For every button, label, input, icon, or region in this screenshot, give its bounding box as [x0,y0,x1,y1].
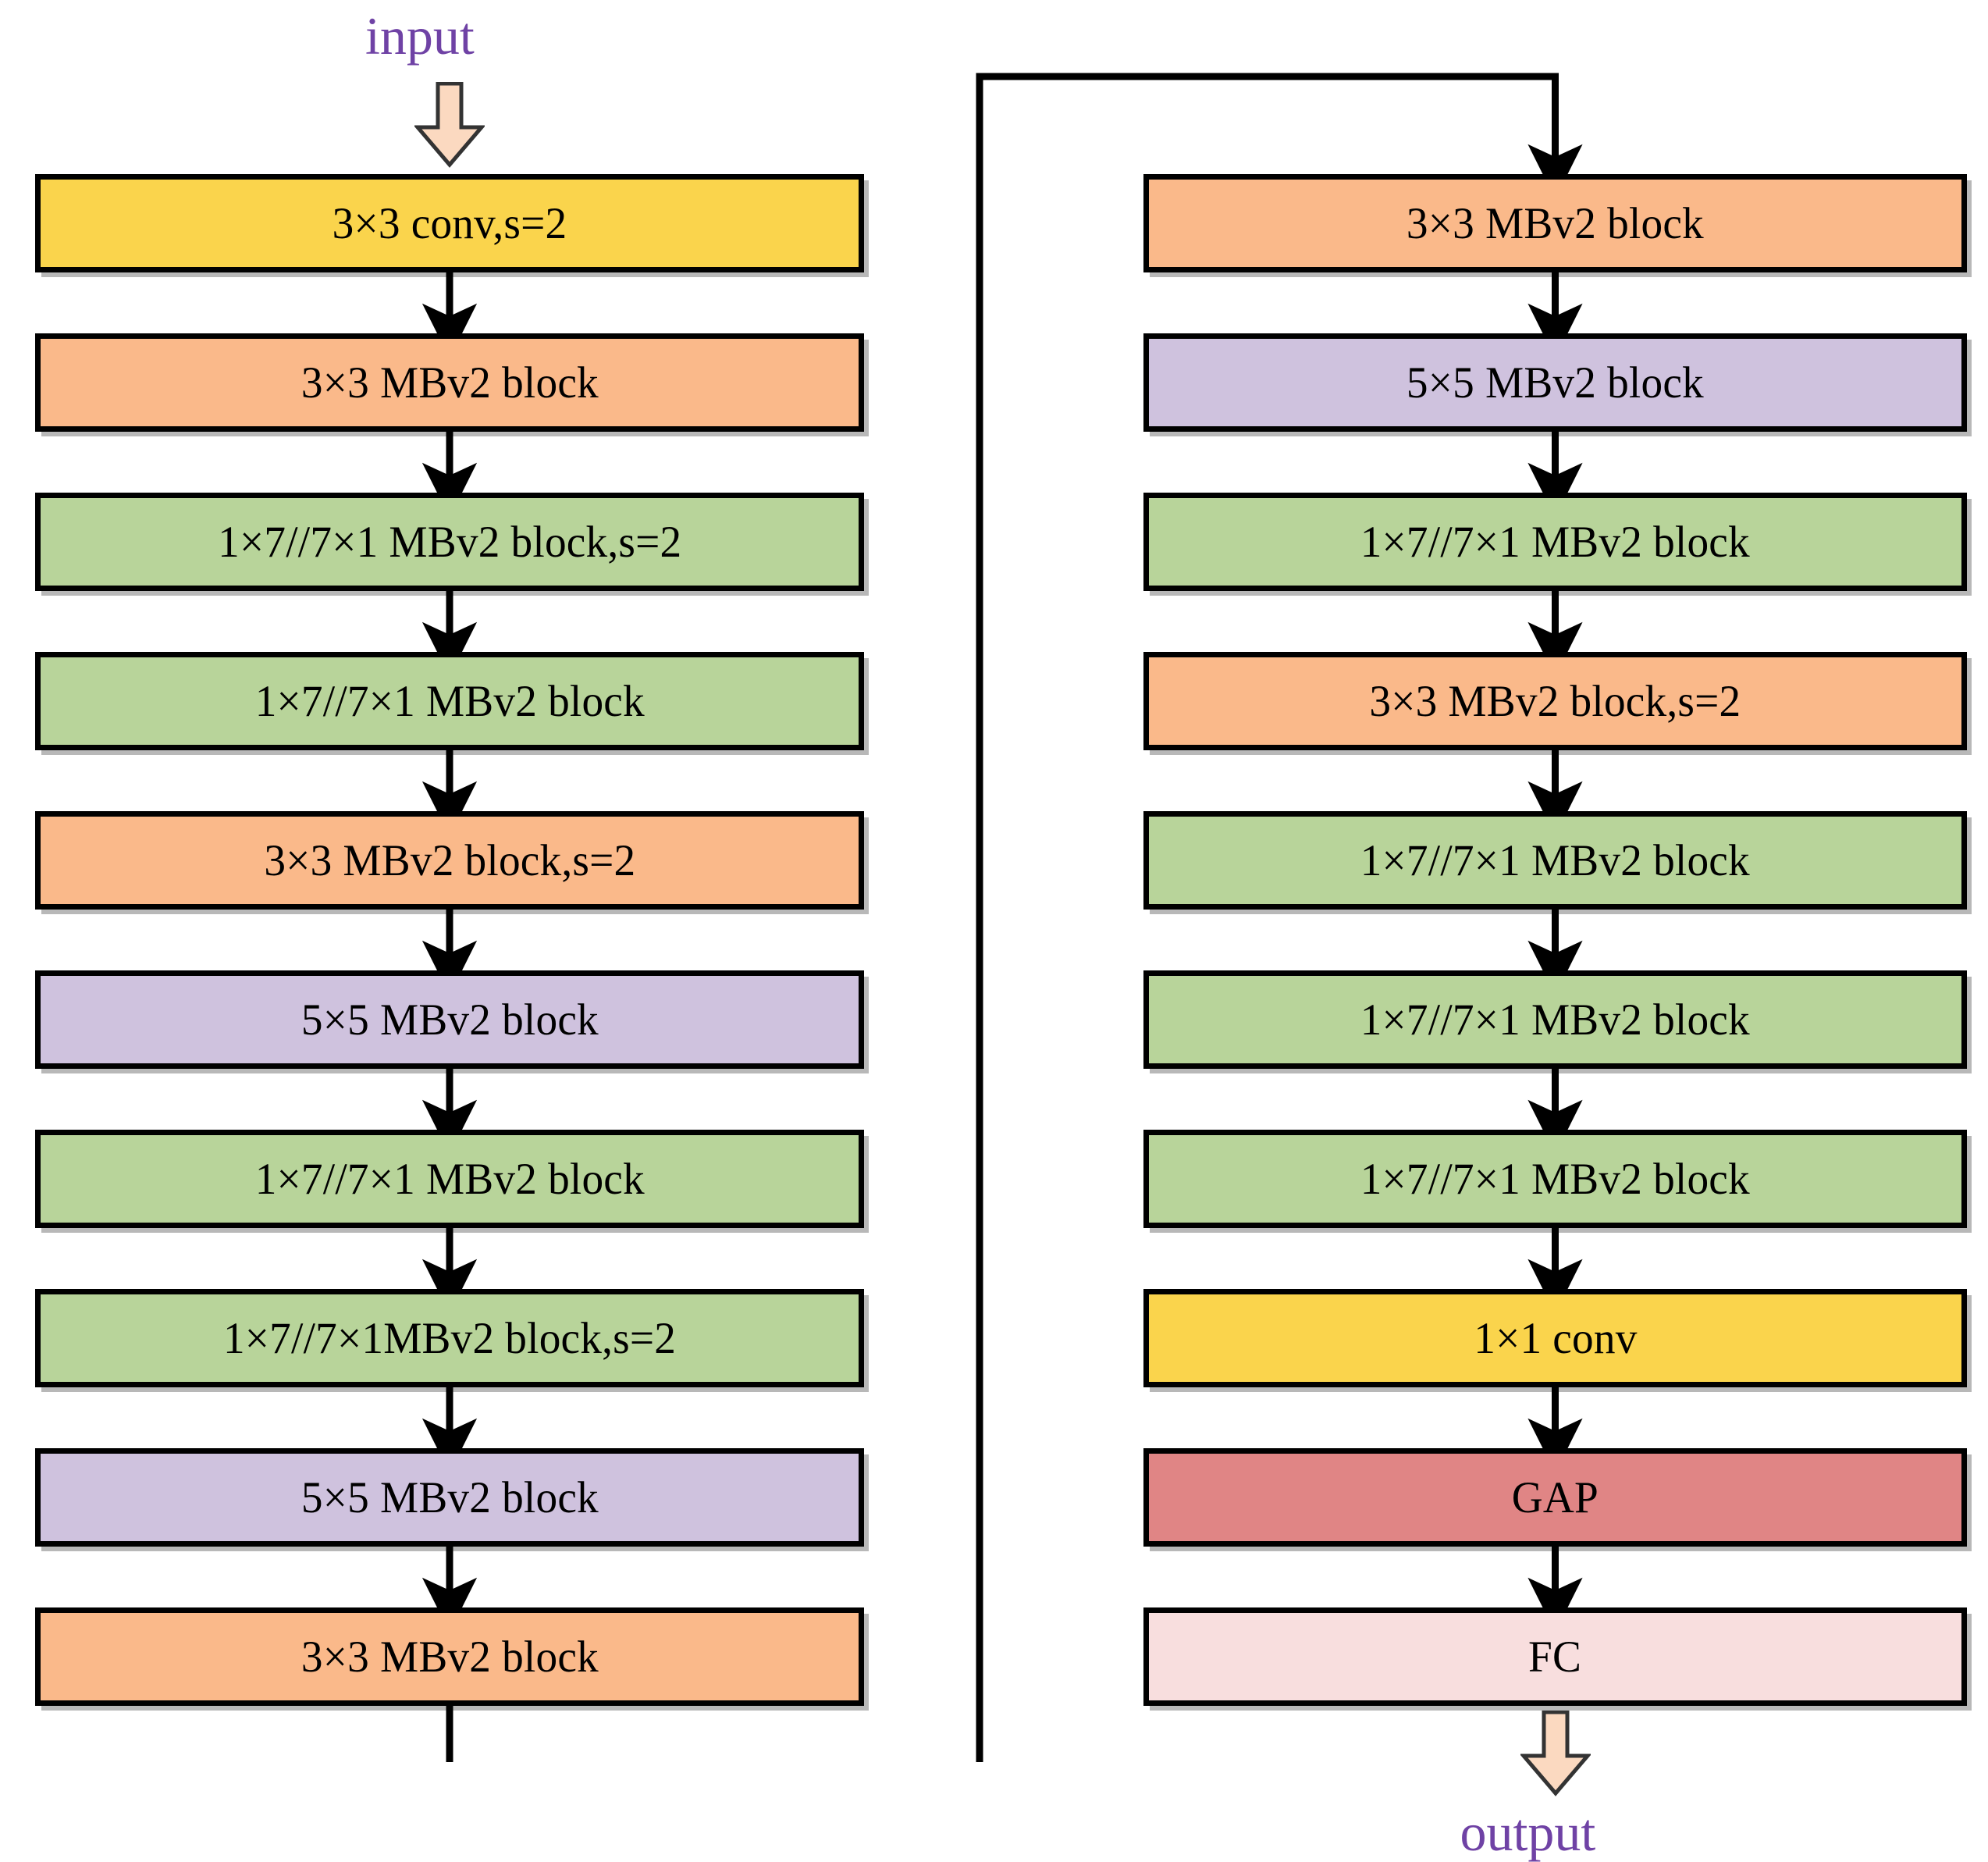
output-label: output [1460,1803,1596,1862]
layer-box-label: FC [1528,1632,1582,1682]
layer-box-mbv2-1x7: 1×7//7×1 MBv2 block [1143,493,1967,591]
layer-box-mbv2-3x3: 3×3 MBv2 block,s=2 [1143,652,1967,750]
layer-box-mbv2-1x7: 1×7//7×1 MBv2 block [35,1130,864,1228]
layer-box-label: 1×7//7×1 MBv2 block,s=2 [217,517,682,567]
layer-box-label: 3×3 MBv2 block,s=2 [1369,676,1741,726]
layer-box-mbv2-3x3: 3×3 MBv2 block [35,1607,864,1706]
layer-box-mbv2-1x7: 1×7//7×1 MBv2 block [1143,811,1967,910]
layer-box-label: 1×7//7×1 MBv2 block [1360,835,1751,885]
network-architecture-diagram: 3×3 conv,s=2 3×3 MBv2 block 1×7//7×1 MBv2 … [35,6,1967,1859]
layer-box-mbv2-3x3: 3×3 MBv2 block [35,333,864,432]
layer-box-label: 3×3 MBv2 block [1406,198,1704,248]
layer-box-label: 3×3 MBv2 block [301,358,599,408]
layer-box-mbv2-3x3: 3×3 MBv2 block [1143,174,1967,272]
output-block-arrow [1520,1711,1591,1796]
layer-box-label: 1×7//7×1MBv2 block,s=2 [222,1313,677,1363]
layer-box-label: 3×3 MBv2 block,s=2 [264,835,635,885]
layer-box-label: 1×7//7×1 MBv2 block [1360,995,1751,1045]
layer-box-fc: FC [1143,1607,1967,1706]
layer-box-label: 3×3 MBv2 block [301,1632,599,1682]
skip-connection-path [446,73,1583,1762]
layer-box-mbv2-1x7: 1×7//7×1 MBv2 block,s=2 [35,493,864,591]
input-label: input [365,6,475,66]
layer-box-mbv2-1x7: 1×7//7×1 MBv2 block [1143,970,1967,1069]
layer-box-label: 1×7//7×1 MBv2 block [1360,517,1751,567]
layer-box-mbv2-3x3: 3×3 MBv2 block,s=2 [35,811,864,910]
layer-box-conv: 3×3 conv,s=2 [35,174,864,272]
layer-box-label: 5×5 MBv2 block [301,995,599,1045]
layer-box-label: 3×3 conv,s=2 [332,198,567,248]
layer-box-mbv2-1x7: 1×7//7×1 MBv2 block [35,652,864,750]
layer-box-label: GAP [1511,1472,1599,1522]
layer-box-mbv2-5x5: 5×5 MBv2 block [35,1448,864,1547]
layer-box-mbv2-5x5: 5×5 MBv2 block [1143,333,1967,432]
layer-box-label: 1×7//7×1 MBv2 block [254,676,645,726]
layer-box-gap: GAP [1143,1448,1967,1547]
connector-wires [421,73,1583,1762]
layer-box-label: 1×1 conv [1473,1313,1638,1363]
input-block-arrow [414,82,485,168]
layer-box-label: 5×5 MBv2 block [1406,358,1704,408]
layer-box-label: 1×7//7×1 MBv2 block [1360,1154,1751,1204]
layer-box-mbv2-1x7: 1×7//7×1MBv2 block,s=2 [35,1289,864,1387]
layer-box-label: 1×7//7×1 MBv2 block [254,1154,645,1204]
layer-box-mbv2-5x5: 5×5 MBv2 block [35,970,864,1069]
layer-box-label: 5×5 MBv2 block [301,1472,599,1522]
layer-box-conv: 1×1 conv [1143,1289,1967,1387]
layer-box-mbv2-1x7: 1×7//7×1 MBv2 block [1143,1130,1967,1228]
